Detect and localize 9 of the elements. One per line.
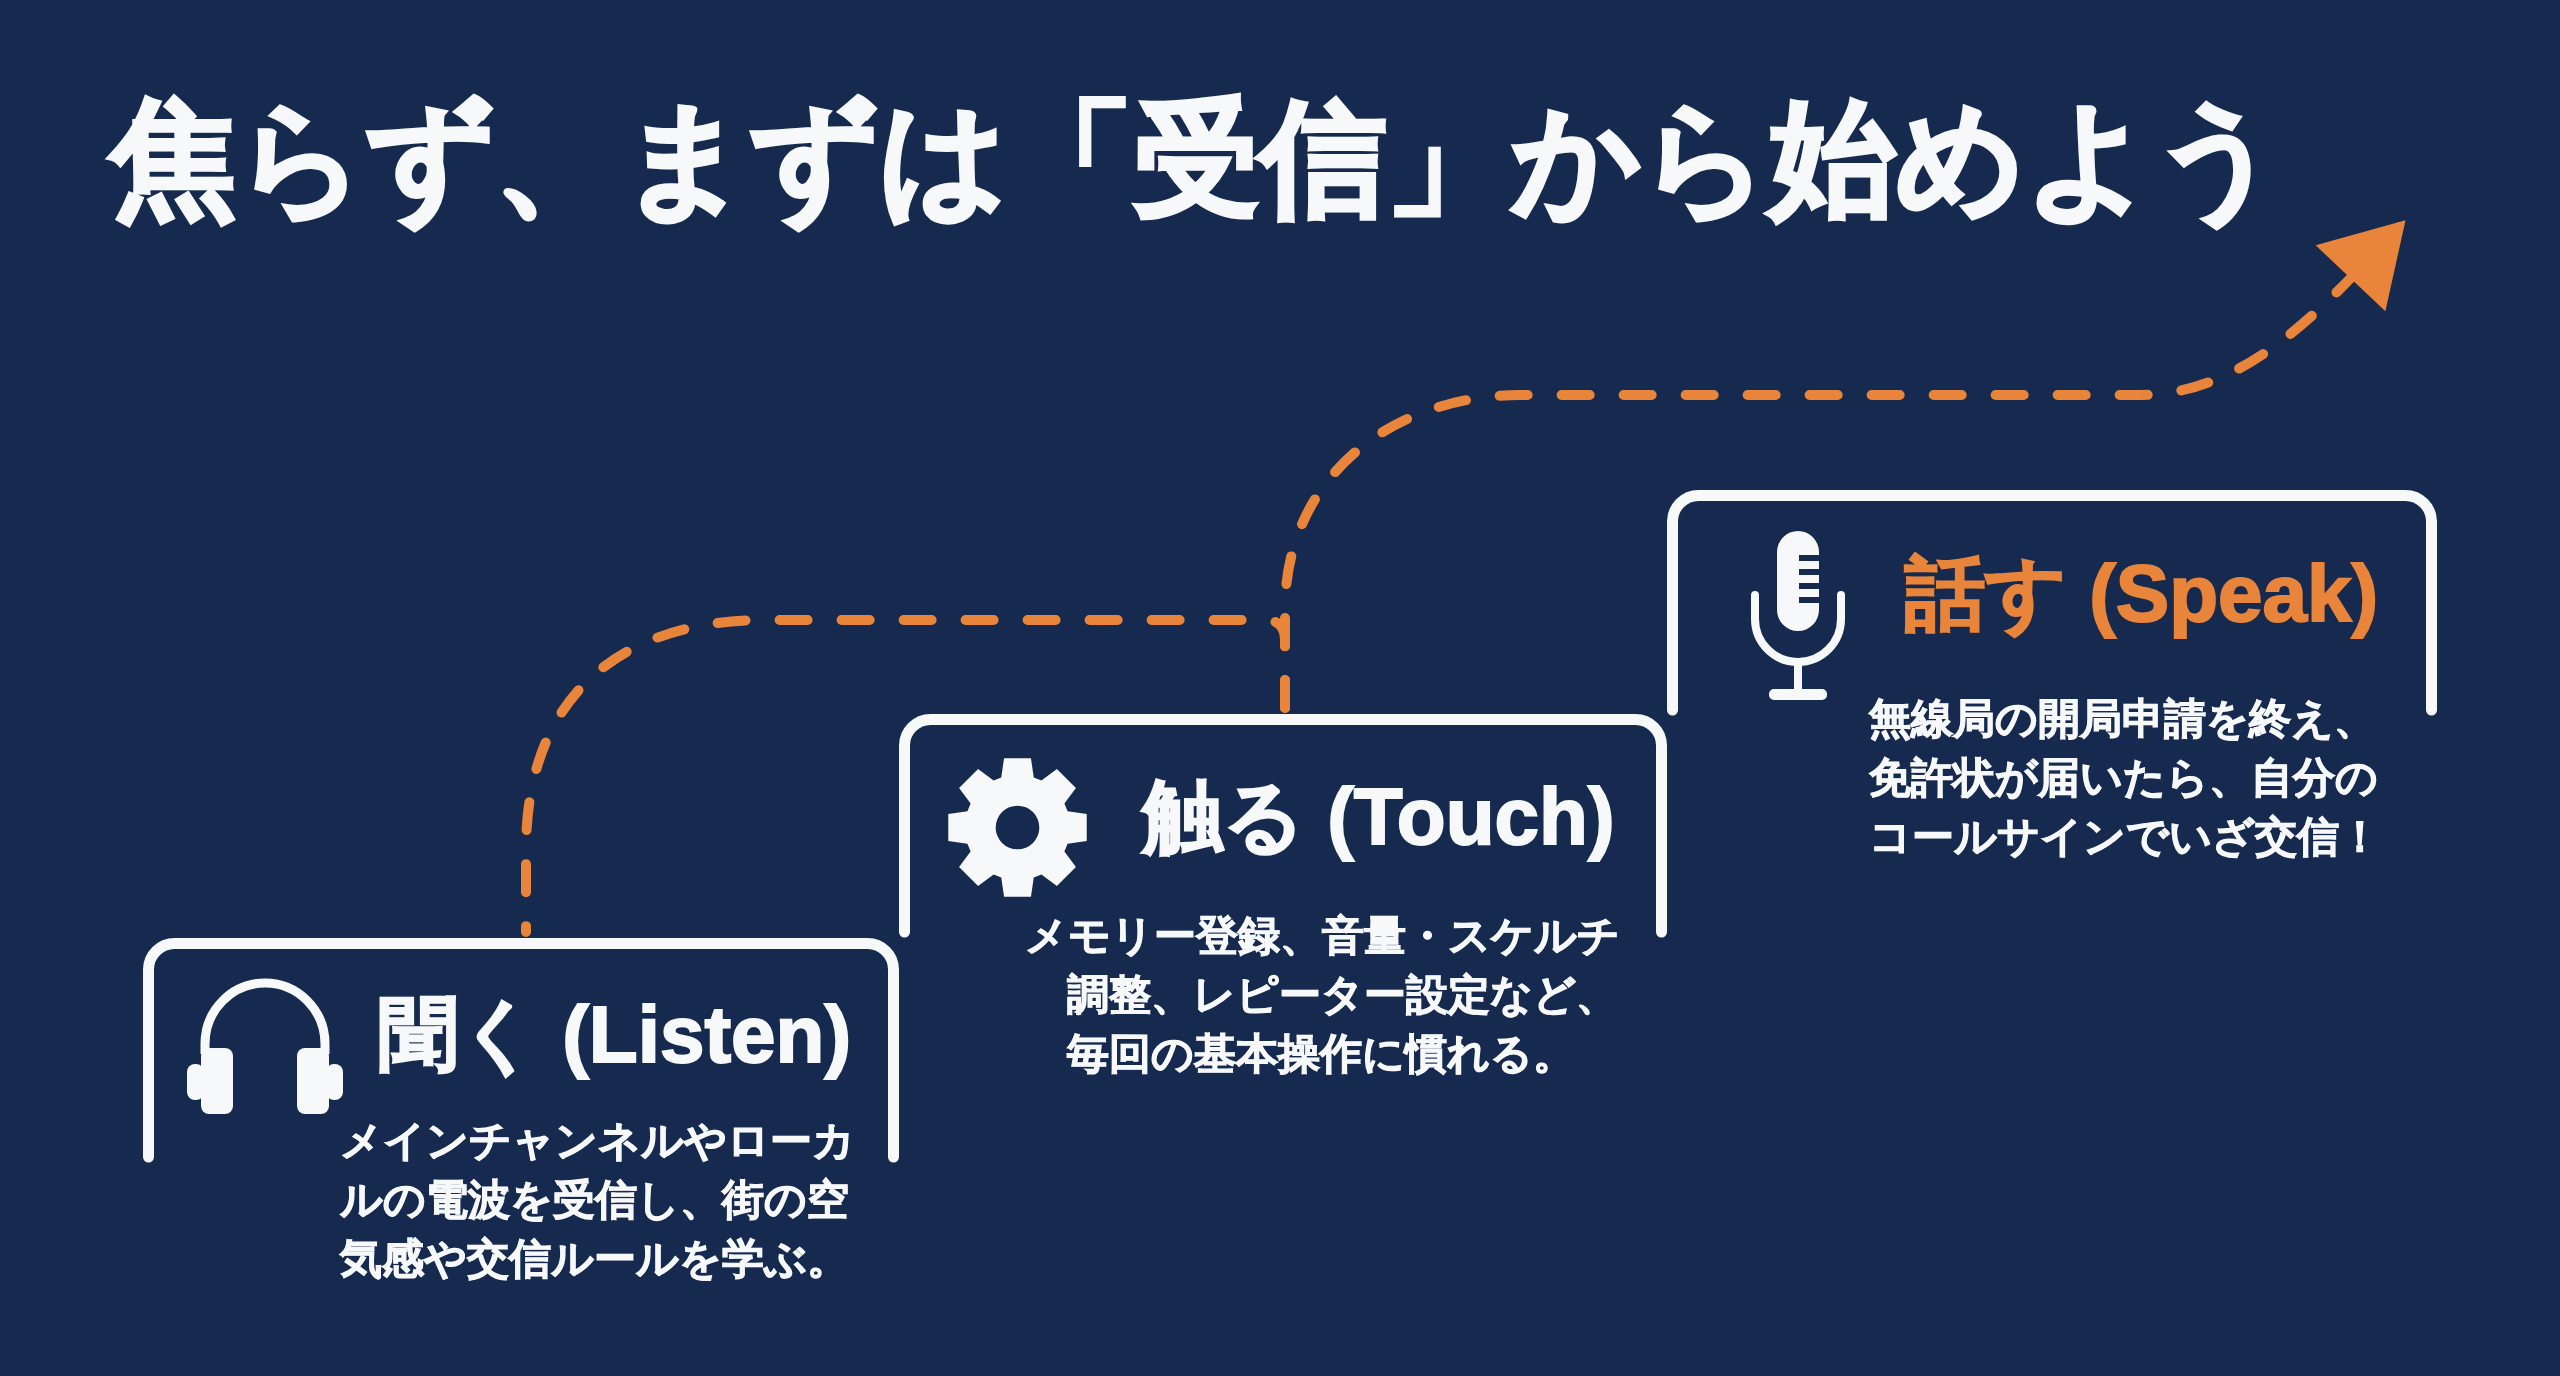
- step-description: メインチャンネルやローカルの電波を受信し、街の空気感や交信ルールを学ぶ。: [340, 1116, 856, 1284]
- title: 焦らず、まずは「受信」から始めよう: [111, 87, 2283, 233]
- step-heading: 話す (Speak): [1905, 548, 2379, 640]
- step-description: メモリー登録、音量・スケルチ調整、レピーター設定など、毎回の基本操作に慣れる。: [1025, 911, 1621, 1079]
- step-heading: 触る (Touch): [1143, 771, 1615, 863]
- step-description: 無線局の開局申請を終え、免許状が届いたら、自分のコールサインでいざ交信！: [1869, 694, 2382, 862]
- step-heading: 聞く (Listen): [378, 989, 852, 1081]
- dashed-connector-line: [521, 615, 1290, 937]
- dashed-arrow: [1280, 220, 2406, 713]
